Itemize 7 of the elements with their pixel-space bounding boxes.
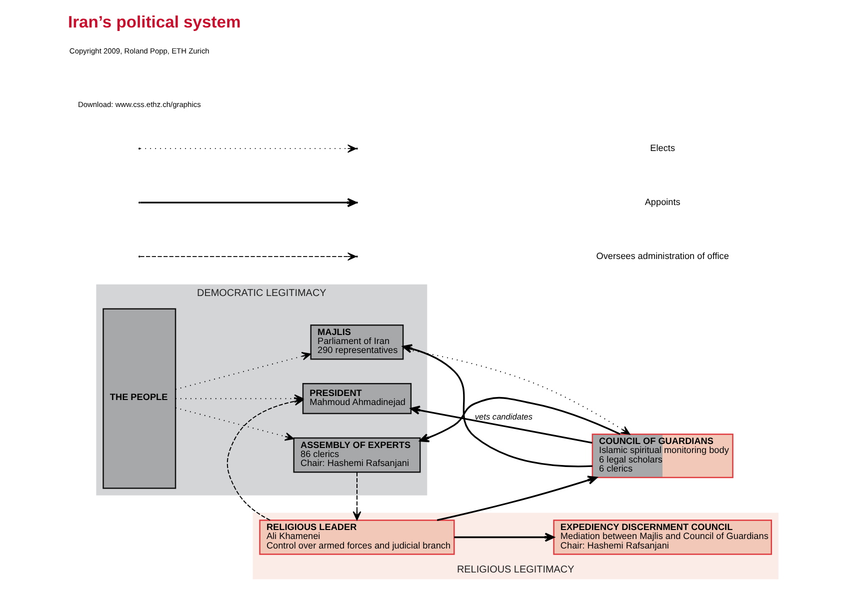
edge-label: vets candidates [474,411,532,422]
legend-label: Appoints [644,196,680,207]
legend-label: Elects [650,142,675,153]
legend-label: Oversees administration of office [596,250,728,261]
label: Download: www.css.ethz.ch/graphics [77,100,200,110]
label: Copyright 2009, Roland Popp, ETH Zurich [68,46,209,56]
diagram-title: Iran’s political system [67,12,240,32]
